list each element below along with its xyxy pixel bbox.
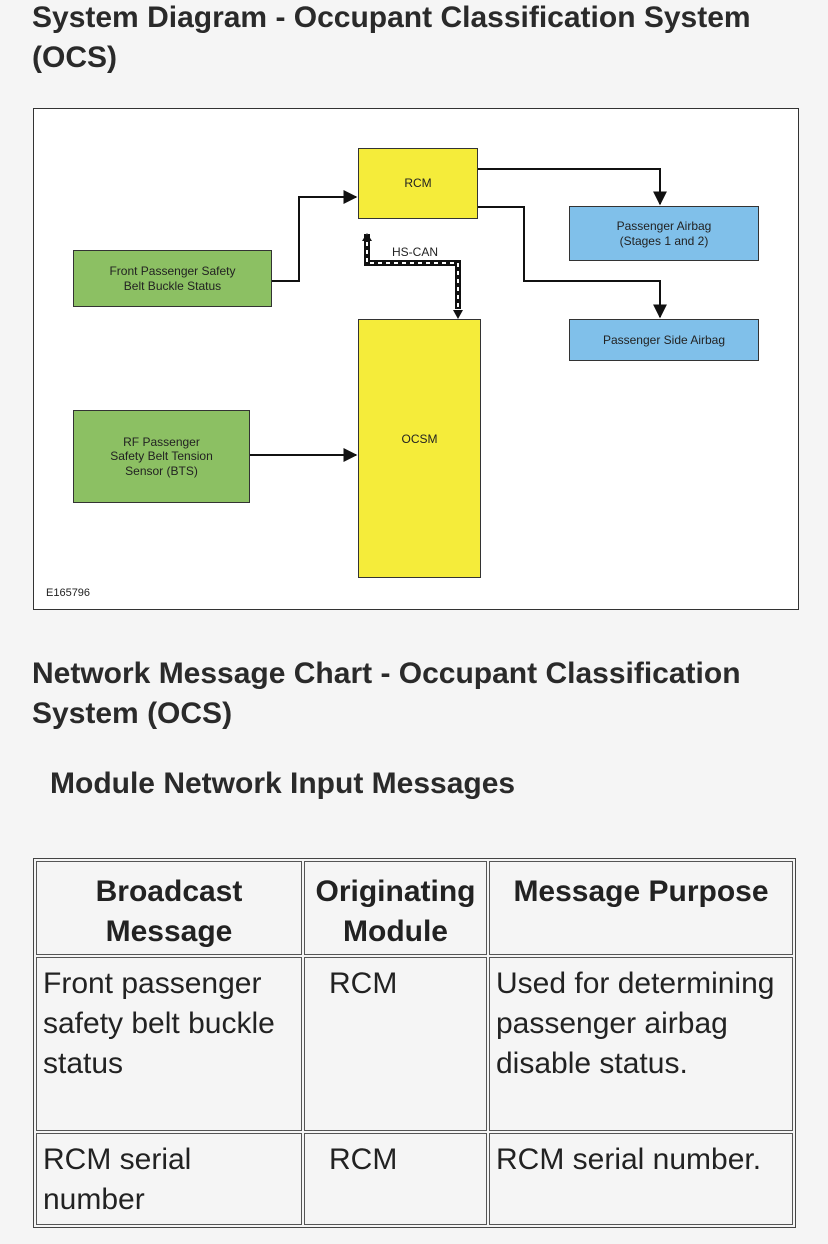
- network-chart-heading: Network Message Chart - Occupant Classif…: [32, 657, 741, 730]
- table-header-row: Broadcast Message Originating Module Mes…: [36, 861, 793, 955]
- arrow-buckle-to-rcm: [271, 190, 358, 282]
- belt-tension-sensor-box: RF Passenger Safety Belt Tension Sensor …: [73, 410, 250, 503]
- cell-originating-module: RCM: [304, 1133, 487, 1225]
- col-header-originating-module: Originating Module: [304, 861, 487, 955]
- ocs-system-diagram: Front Passenger Safety Belt Buckle Statu…: [33, 108, 799, 610]
- passenger-airbag-box: Passenger Airbag (Stages 1 and 2): [569, 206, 759, 261]
- arrow-rcm-to-passenger-airbag: [477, 168, 667, 206]
- system-diagram-heading: System Diagram - Occupant Classification…: [32, 1, 751, 74]
- network-input-messages-table: Broadcast Message Originating Module Mes…: [33, 858, 796, 1228]
- cell-originating-module: RCM: [304, 957, 487, 1131]
- figure-id: E165796: [46, 587, 91, 599]
- input-messages-heading: Module Network Input Messages: [50, 767, 516, 800]
- col-header-message-purpose: Message Purpose: [489, 861, 793, 955]
- belt-buckle-status-box: Front Passenger Safety Belt Buckle Statu…: [73, 250, 272, 307]
- hs-can-label: HS-CAN: [392, 245, 439, 259]
- cell-broadcast-message: Front passenger safety belt buckle statu…: [36, 957, 302, 1131]
- arrow-rcm-to-side-airbag: [477, 206, 667, 319]
- col-header-broadcast-message: Broadcast Message: [36, 861, 302, 955]
- ocsm-box: OCSM: [358, 319, 481, 578]
- diagram-connectors: [249, 168, 667, 462]
- cell-message-purpose: RCM serial number.: [489, 1133, 793, 1225]
- cell-broadcast-message: RCM serial number: [36, 1133, 302, 1225]
- rcm-box: RCM: [358, 148, 478, 219]
- table-row: RCM serial number RCM RCM serial number.: [36, 1133, 793, 1225]
- table-row: Front passenger safety belt buckle statu…: [36, 957, 793, 1131]
- passenger-side-airbag-box: Passenger Side Airbag: [569, 319, 759, 361]
- cell-message-purpose: Used for determining passenger airbag di…: [489, 957, 793, 1131]
